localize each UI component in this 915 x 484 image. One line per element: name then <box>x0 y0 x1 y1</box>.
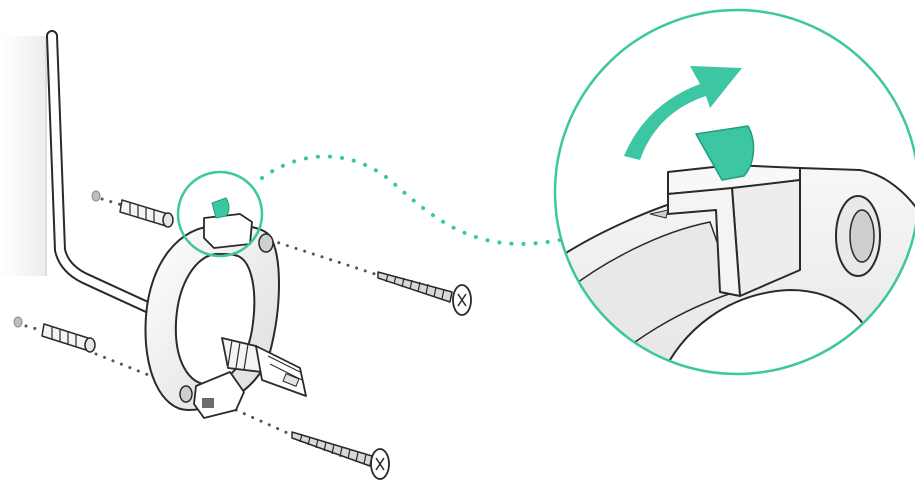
wall-holes <box>13 190 101 328</box>
rj45-connector <box>221 337 307 397</box>
wall-plug-bottom <box>41 323 96 353</box>
wall <box>0 36 47 276</box>
ring-hole-bottom <box>179 385 193 403</box>
guide-line-top-right <box>268 238 380 277</box>
mounting-ring <box>144 213 280 419</box>
screw-top <box>377 271 472 316</box>
wall-plug-top <box>119 199 174 228</box>
zoom-detail <box>553 8 915 376</box>
wall-hole-bottom <box>13 316 23 328</box>
zoom-circle <box>553 8 915 376</box>
guide-line-bottom-left <box>24 324 46 333</box>
curved-arrow-icon <box>624 66 742 160</box>
ring-hole-top <box>258 233 274 253</box>
zoom-connector <box>260 154 562 246</box>
guide-line-top-left <box>100 197 124 207</box>
screw-bottom <box>291 431 390 480</box>
tab-icon <box>211 197 230 219</box>
wall-hole-top <box>91 190 101 202</box>
guide-lines <box>24 154 562 437</box>
zoom-tab-icon <box>695 125 755 181</box>
highlight-circle <box>176 170 264 258</box>
ethernet-cable <box>46 30 238 352</box>
